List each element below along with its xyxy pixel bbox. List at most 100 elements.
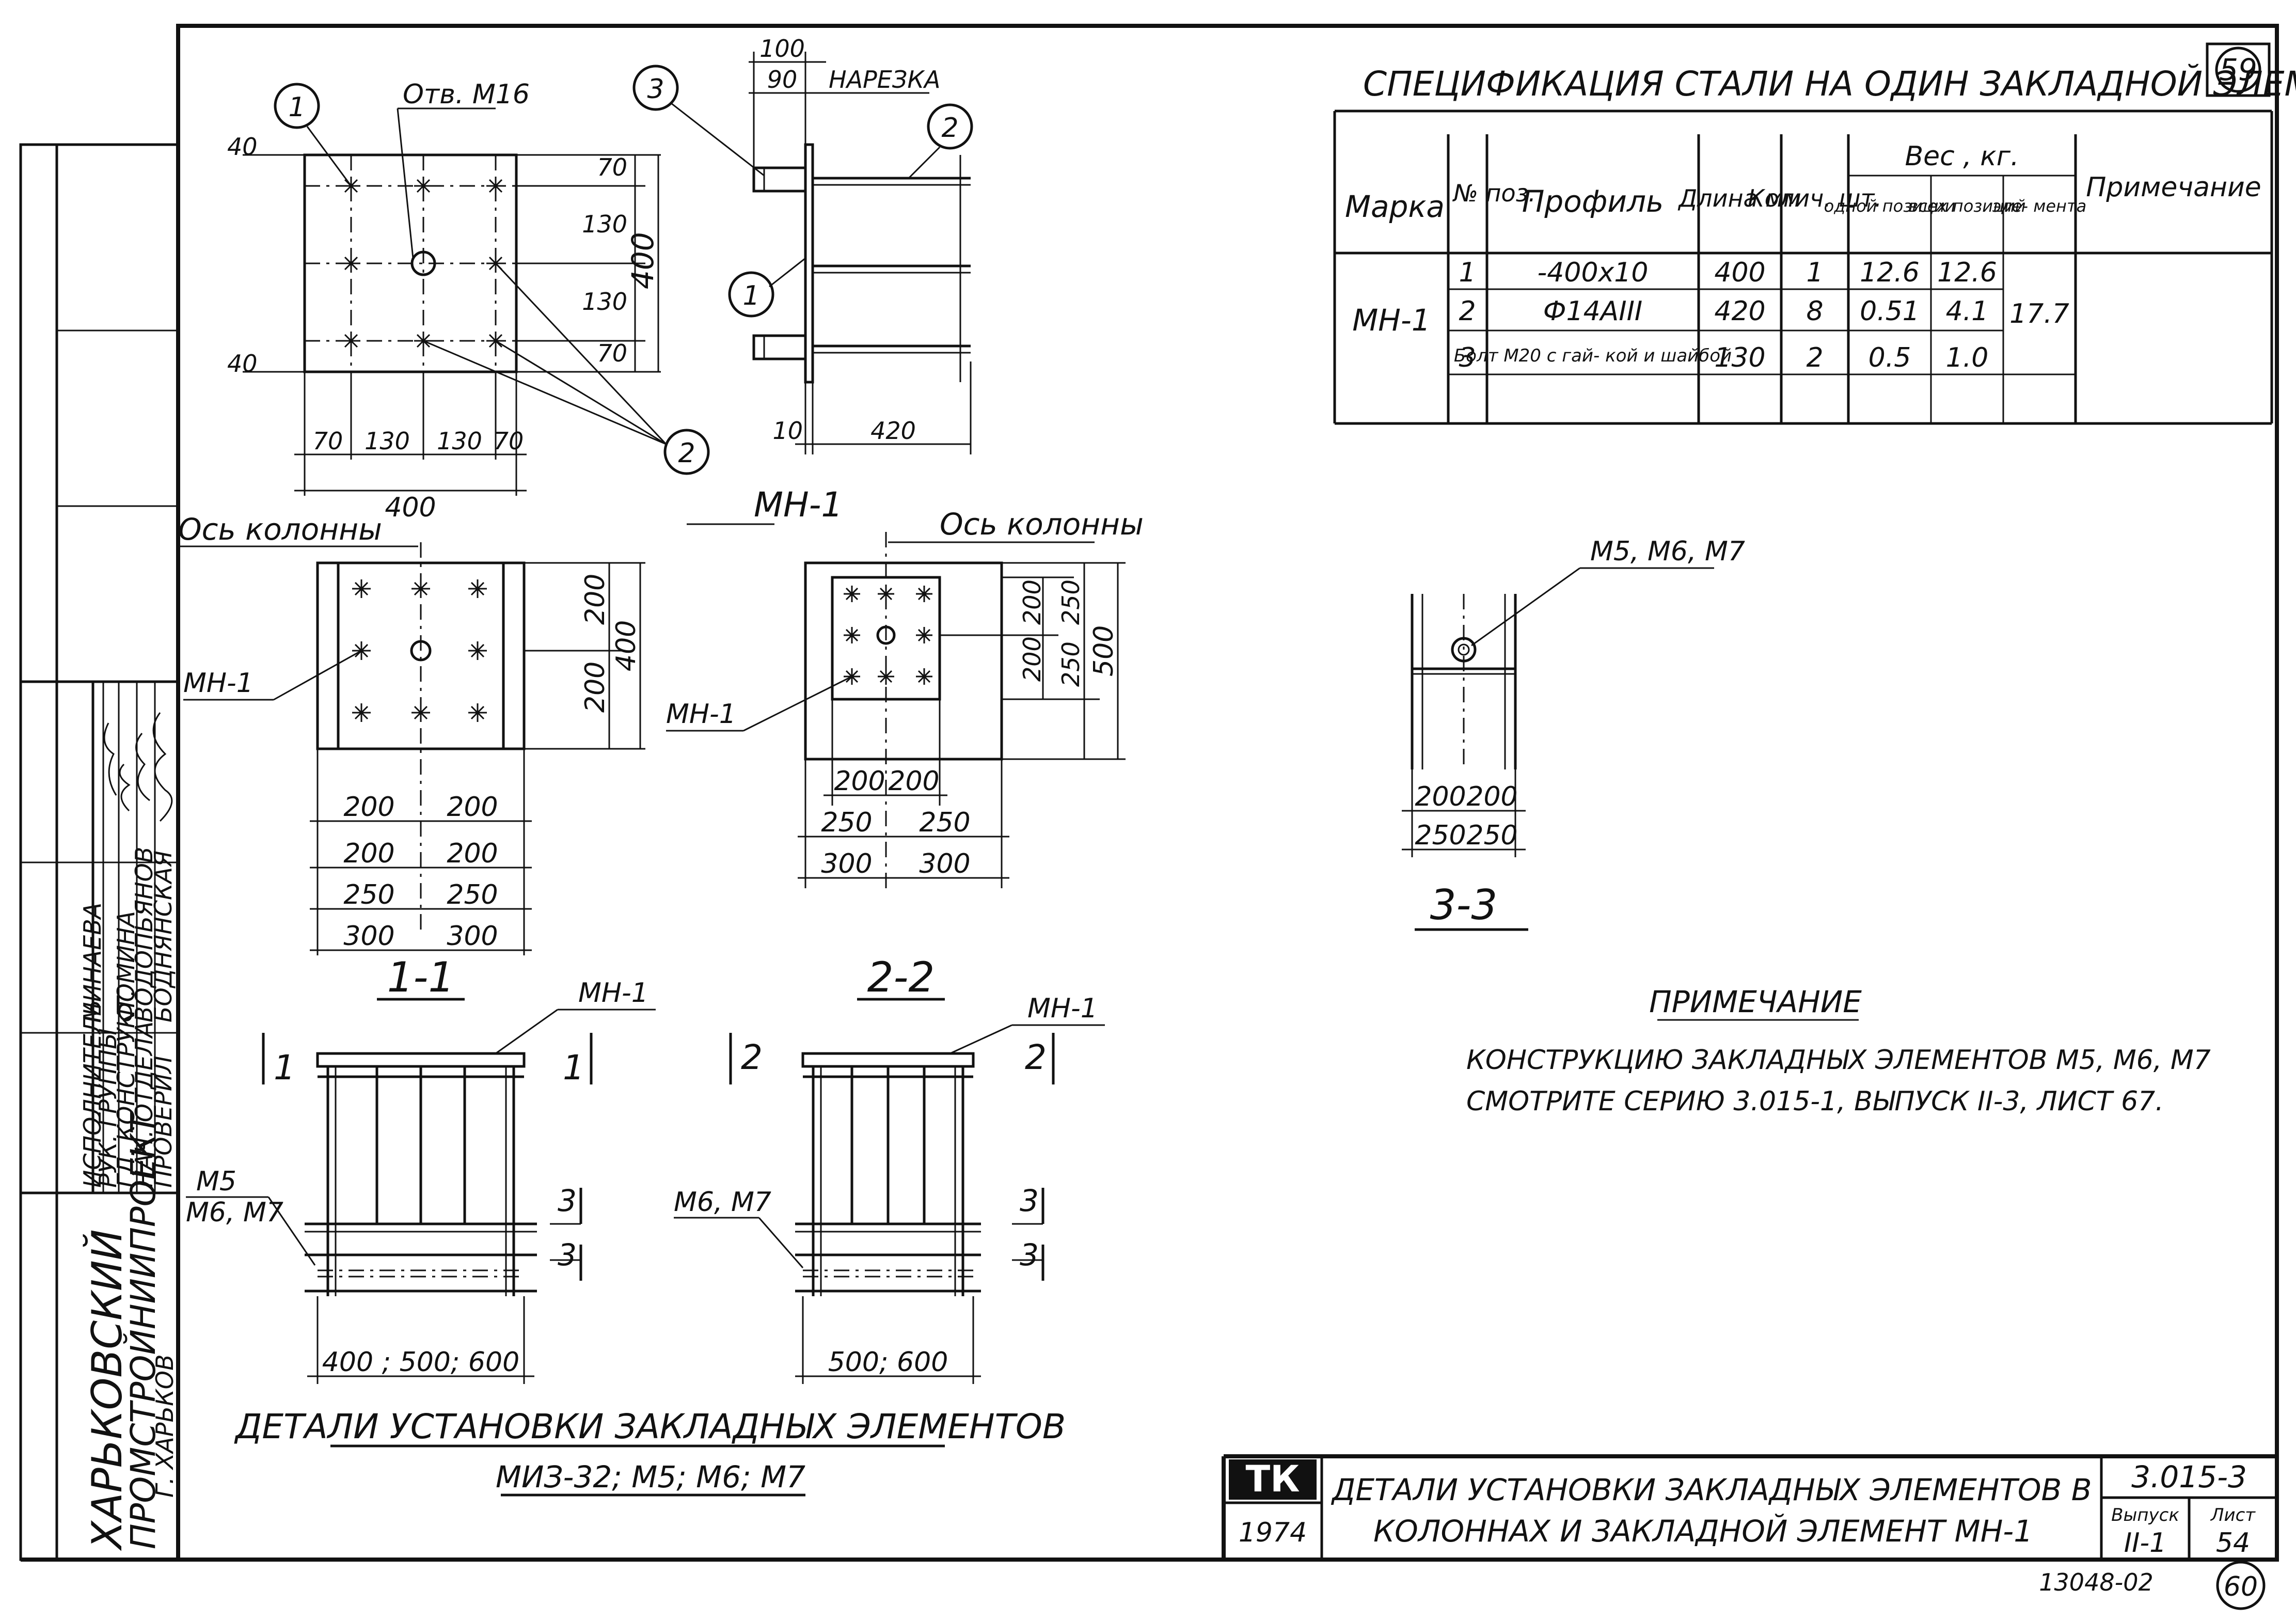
spec-r2-w-one: 0.51: [1860, 296, 1920, 327]
elev2-cut-right: 2: [1025, 1037, 1047, 1077]
spec-r1-qty: 1: [1806, 257, 1823, 288]
mn1-top-dim-1: 100: [759, 35, 805, 62]
title-year: 1974: [1239, 1517, 1307, 1548]
mn1-bottom-dim-3: 130: [437, 427, 482, 455]
title-block: ТК 1974 Детали установки закладных элеме…: [1222, 1454, 2277, 1560]
left-stamp: Нач. отдела Водопьянов Гл. конструкт. Фо…: [19, 143, 180, 1561]
spec-r1-w-one: 12.6: [1860, 257, 1920, 288]
spec-r3-profile: Болт М20 с гай- кой и шайбой: [1454, 345, 1732, 366]
note-block: Примечание Конструкцию закладных элемент…: [1466, 984, 2211, 1117]
s33-marks: М5, М6, М7: [1590, 536, 1745, 567]
mn1-side-total: 400: [625, 232, 660, 289]
title-series: 3.015-3: [2131, 1459, 2247, 1495]
s11-anchor-marks: [352, 579, 487, 722]
caption-line-2: МИЗ-32; М5; М6; М7: [496, 1459, 805, 1495]
mn1-side-view-dim-2: 420: [870, 417, 916, 445]
s22-dim-row1-a: 200: [834, 766, 885, 797]
s11-dim-row1-b: 200: [447, 792, 498, 823]
s22-dim-row3-b: 300: [919, 848, 970, 879]
stamp-name-1: Водопьянов: [130, 847, 158, 1023]
s11-side-dim-2: 200: [580, 662, 611, 713]
sheet-number-bottom: 60: [2216, 1561, 2266, 1610]
s11-dim-row1-a: 200: [343, 792, 394, 823]
stamp-role-2: Гл. конструкт.: [112, 989, 140, 1188]
elev2-width-label: 500; 600: [828, 1347, 948, 1378]
mn1-hole-label: Отв. М16: [403, 79, 530, 110]
title-line-1: Детали установки закладных элементов в: [1331, 1472, 2092, 1507]
s11-mark-label: МН-1: [183, 668, 254, 699]
mn1-callout-2b: 2: [941, 113, 958, 144]
spec-h-w-all: всех позиций: [1909, 196, 2026, 216]
mn1-bottom-total: 400: [385, 492, 436, 523]
s33-dim-row2-b: 250: [1466, 820, 1517, 851]
spec-h-length: Длина мм: [1677, 184, 1801, 212]
doc-code: 13048-02: [2039, 1568, 2153, 1596]
sheet-number-bottom-text: 60: [2224, 1571, 2258, 1602]
mn1-side-dim-2: 130: [582, 210, 627, 238]
signature-2: [135, 733, 150, 801]
elev1-cut3-bottom: 3: [558, 1237, 577, 1272]
elevation-1: 1 1 МН-1 М5 М6, М7 3 3 400 ; 500; 600: [186, 978, 656, 1384]
spec-r1-w-all: 12.6: [1937, 257, 1997, 288]
title-issue: II-1: [2124, 1528, 2167, 1559]
title-sheet: 54: [2216, 1528, 2250, 1559]
s22-title: 2-2: [867, 953, 935, 1001]
elev1-cut-left: 1: [274, 1048, 295, 1088]
section22-plan: Ось колонны МН-1 200 200 250 250 500 200…: [666, 507, 1144, 1001]
s22-dim-row1-b: 200: [888, 766, 939, 797]
mn1-thread-label: нарезка: [829, 66, 940, 93]
elevation-2: 2 2 МН-1 М6, М7 3 3 500; 600: [674, 993, 1105, 1384]
s22-side-dim-1: 200: [1018, 579, 1046, 625]
s22-axis-label: Ось колонны: [940, 507, 1144, 542]
s11-dim-row3-a: 250: [343, 879, 394, 910]
caption-line-1: Детали установки закладных элементов: [234, 1407, 1066, 1446]
mn1-side-dim-4: 70: [597, 339, 627, 367]
s22-side-total: 500: [1088, 625, 1119, 677]
section33: М5, М6, М7 200 200 250 250 3-3: [1402, 536, 1745, 931]
spec-r1-profile: -400x10: [1538, 257, 1649, 288]
s33-dim-row1-b: 200: [1466, 781, 1517, 812]
mn1-edge-dim-top: 40: [227, 133, 258, 161]
tk-logo: ТК: [1246, 1458, 1300, 1500]
mn1-center-hole: [410, 250, 436, 276]
mn1-callout-3: 3: [647, 74, 664, 105]
s22-dim-row2-b: 250: [919, 807, 970, 838]
spec-r3-w-all: 1.0: [1946, 342, 1989, 373]
spec-h-w-elem: эле- мента: [1992, 196, 2086, 216]
spec-mark-value: МН-1: [1352, 303, 1431, 338]
title-issue-label: Выпуск: [2111, 1505, 2179, 1525]
spec-element-weight: 17.7: [2009, 298, 2069, 329]
elev1-cut-right: 1: [563, 1048, 584, 1088]
mn1-side-view-dim-1: 10: [772, 417, 803, 445]
mn1-top-dim-2: 90: [767, 66, 798, 93]
figure-caption: Детали установки закладных элементов МИЗ…: [234, 1407, 1066, 1497]
elev2-cut3-top: 3: [1020, 1183, 1039, 1218]
spec-h-note: Примечание: [2086, 172, 2261, 203]
spec-r1-pos: 1: [1459, 257, 1476, 288]
stamp-role-4: Исполнитель: [78, 1000, 106, 1188]
elev2-cut3-bottom: 3: [1020, 1237, 1039, 1272]
stamp-name-4: Минаева: [78, 903, 106, 1023]
spec-r1-length: 400: [1714, 257, 1765, 288]
mn1-side-dim-3: 130: [582, 288, 627, 316]
mn1-bottom-dim-4: 70: [494, 427, 524, 455]
spec-r3-length: 130: [1714, 342, 1765, 373]
s22-dim-row2-a: 250: [821, 807, 872, 838]
spec-h-mark: Марка: [1345, 189, 1445, 224]
s11-dim-row2-b: 200: [447, 838, 498, 869]
s33-dim-row2-a: 250: [1415, 820, 1466, 851]
s11-dim-row4-a: 300: [343, 921, 394, 952]
stamp-name-5: Боднянская: [149, 851, 177, 1023]
elev1-cut3-top: 3: [558, 1183, 577, 1218]
elev2-mark-side: М6, М7: [674, 1187, 771, 1218]
elev1-width-label: 400 ; 500; 600: [322, 1347, 519, 1378]
spec-r3-qty: 2: [1806, 342, 1823, 373]
elev1-mark-m6m7: М6, М7: [186, 1197, 283, 1228]
s33-title: 3-3: [1430, 881, 1498, 929]
s22-mark-label: МН-1: [666, 699, 736, 730]
s11-side-dim-1: 200: [580, 574, 611, 625]
stamp-org-3: г. Харьков: [151, 1354, 179, 1498]
spec-r2-w-all: 4.1: [1946, 296, 1989, 327]
stamp-role-5: Проверил: [149, 1056, 177, 1188]
s22-side-dim2-1: 250: [1057, 579, 1085, 625]
